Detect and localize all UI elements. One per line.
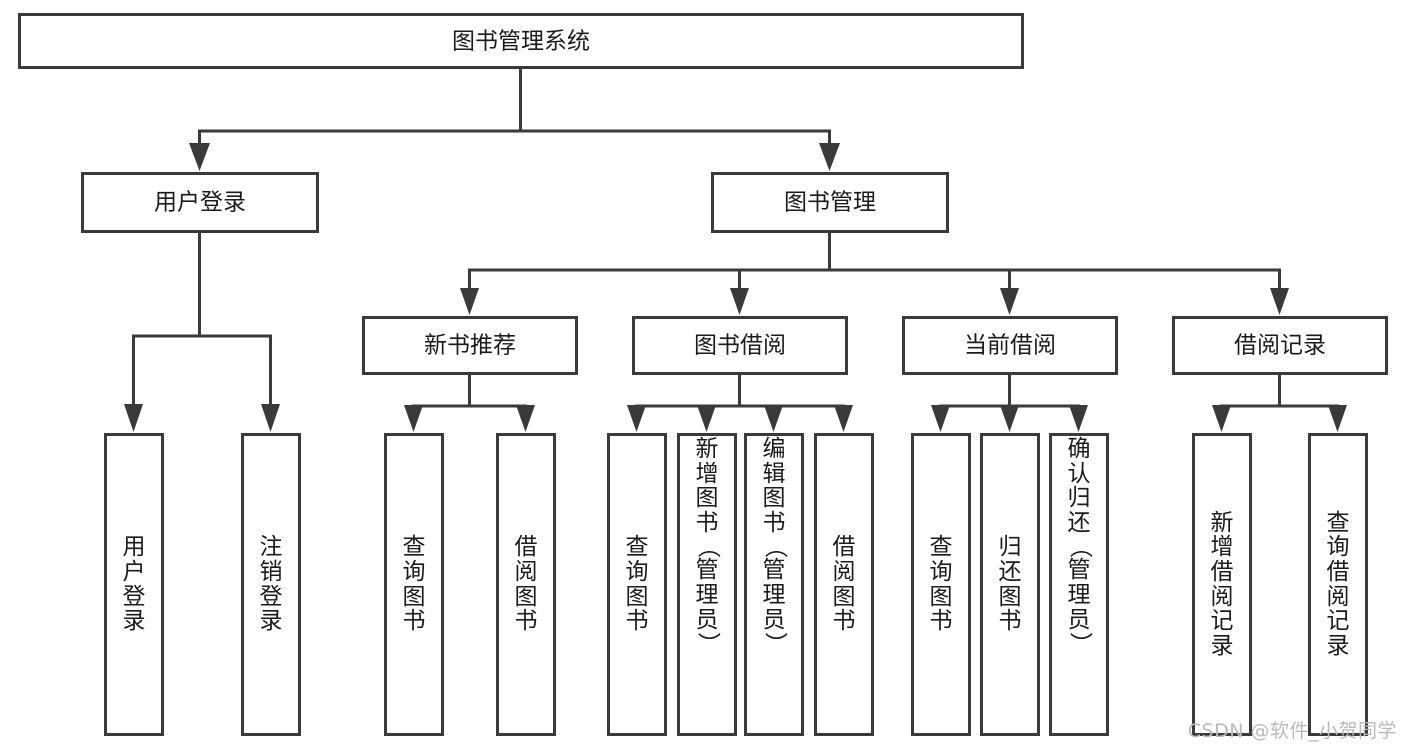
leaf-label-logout: 注销登录 [259, 534, 283, 635]
leaf-label-borrow-book-2: 借阅图书 [832, 534, 856, 635]
leaf-box-borrow-book-1[interactable] [496, 433, 556, 736]
leaf-label-user-login: 用户登录 [122, 534, 146, 635]
node-new-book-recommend[interactable]: 新书推荐 [362, 316, 578, 375]
leaf-label-add-borrow-record: 新增借阅记录 [1210, 509, 1234, 659]
node-book-management[interactable]: 图书管理 [711, 172, 949, 233]
book-borrow-label: 图书借阅 [694, 333, 786, 359]
leaf-box-borrow-book-2[interactable] [814, 433, 874, 736]
arrowhead-currentborrow-leaf-3 [1069, 405, 1088, 432]
leaf-box-edit-book-admin[interactable] [744, 433, 804, 736]
leaf-label-edit-book-admin: 编辑图书（管理员） [761, 436, 788, 656]
leaf-box-confirm-return-admin[interactable] [1049, 433, 1109, 736]
arrowhead-borrow-record [1270, 288, 1289, 315]
leaf-label-query-book-1: 查询图书 [402, 534, 426, 635]
borrow-record-label: 借阅记录 [1234, 333, 1326, 359]
node-current-borrow[interactable]: 当前借阅 [902, 316, 1118, 375]
leaf-label-query-borrow-record: 查询借阅记录 [1326, 509, 1350, 659]
arrowhead-leaf-user-login [124, 404, 143, 432]
node-user-login[interactable]: 用户登录 [81, 172, 319, 233]
leaf-box-query-book-1[interactable] [384, 433, 444, 736]
arrowhead-leaf-logout [261, 404, 280, 432]
leaf-box-return-book[interactable] [980, 433, 1040, 736]
current-borrow-box[interactable] [902, 316, 1118, 375]
root-label: 图书管理系统 [452, 29, 590, 55]
leaf-box-query-book-2[interactable] [607, 433, 667, 736]
leaf-label-confirm-return-admin: 确认归还（管理员） [1066, 436, 1093, 656]
arrowhead-bookborrow-leaf-4 [834, 405, 853, 432]
leaf-box-query-borrow-record[interactable] [1308, 433, 1368, 736]
leaf-box-add-book-admin[interactable] [677, 433, 737, 736]
borrow-record-box[interactable] [1172, 316, 1388, 375]
arrowhead-current-borrow [1000, 288, 1019, 315]
arrowhead-book-borrow [730, 288, 749, 315]
arrowhead-book-mgmt [819, 143, 840, 171]
arrowhead-newbook-leaf-1 [404, 405, 423, 432]
arrowhead-borrowrecord-leaf-1 [1212, 405, 1231, 432]
arrowhead-bookborrow-leaf-3 [764, 405, 783, 432]
node-borrow-record[interactable]: 借阅记录 [1172, 316, 1388, 375]
leaf-label-query-book-3: 查询图书 [929, 534, 953, 635]
node-book-borrow[interactable]: 图书借阅 [632, 316, 848, 375]
arrowhead-new-book-rec [460, 288, 479, 315]
arrowhead-currentborrow-leaf-1 [931, 405, 950, 432]
leaf-box-query-book-3[interactable] [911, 433, 971, 736]
user-login-box[interactable] [81, 172, 319, 233]
book-management-label: 图书管理 [784, 190, 876, 216]
arrowhead-user-login [189, 143, 210, 171]
book-borrow-box[interactable] [632, 316, 848, 375]
root-box[interactable] [18, 13, 1024, 69]
arrowhead-borrowrecord-leaf-2 [1328, 405, 1347, 432]
user-login-label: 用户登录 [154, 190, 246, 216]
arrowhead-currentborrow-leaf-2 [1000, 405, 1019, 432]
leaf-label-return-book: 归还图书 [998, 534, 1022, 635]
arrowhead-newbook-leaf-2 [516, 405, 535, 432]
leaf-box-logout[interactable] [241, 433, 301, 736]
book-management-box[interactable] [711, 172, 949, 233]
leaf-box-user-login[interactable] [104, 433, 164, 736]
leaf-box-add-borrow-record[interactable] [1192, 433, 1252, 736]
edges-layer [124, 66, 1347, 432]
leaf-label-add-book-admin: 新增图书（管理员） [694, 436, 721, 656]
node-root[interactable]: 图书管理系统 [18, 13, 1024, 69]
new-book-recommend-box[interactable] [362, 316, 578, 375]
current-borrow-label: 当前借阅 [964, 333, 1056, 359]
leaf-boxes-layer [104, 433, 1368, 736]
leaf-label-query-book-2: 查询图书 [625, 534, 649, 635]
leaf-label-borrow-book-1: 借阅图书 [514, 534, 538, 635]
arrowhead-bookborrow-leaf-2 [697, 405, 716, 432]
new-book-recommend-label: 新书推荐 [424, 333, 516, 359]
arrowhead-bookborrow-leaf-1 [627, 405, 646, 432]
